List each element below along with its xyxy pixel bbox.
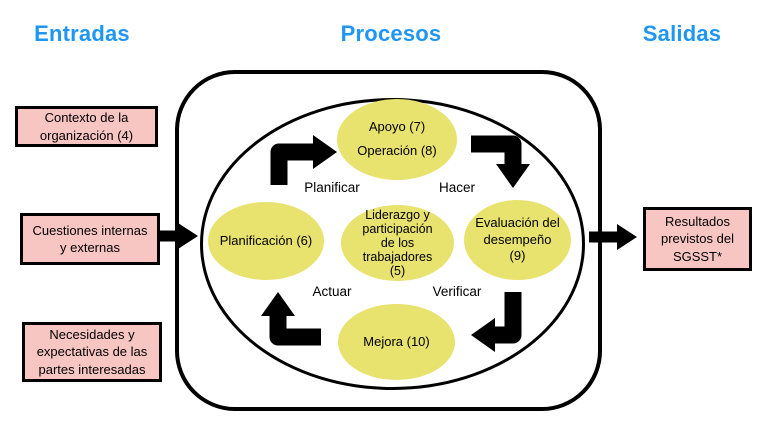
input-box-line: y externas xyxy=(60,240,120,255)
output-box-resultados: Resultados previstos del SGSST* xyxy=(643,207,752,271)
ellipse-liderazgo: Liderazgo y participación de los trabaja… xyxy=(341,205,454,281)
ellipse-liderazgo-line: participación xyxy=(362,222,433,236)
output-box-line: Resultados xyxy=(664,214,731,230)
ellipse-evaluacion: Evaluación del desempeño (9) xyxy=(464,200,571,280)
header-salidas: Salidas xyxy=(642,21,722,46)
input-box-line: expectativas de las xyxy=(36,344,148,360)
label-verificar: Verificar xyxy=(432,284,482,299)
ellipse-apoyo-operacion: Apoyo (7) Operación (8) xyxy=(337,99,457,180)
input-box-necesidades: Necesidades y expectativas de las partes… xyxy=(22,322,162,382)
input-box-line: Cuestiones internas xyxy=(32,222,148,238)
header-procesos: Procesos xyxy=(340,21,442,46)
ellipse-liderazgo-line: (5) xyxy=(389,264,406,278)
input-box-line: organización (4) xyxy=(39,127,134,143)
ellipse-liderazgo-line: Liderazgo y xyxy=(365,208,430,222)
ellipse-liderazgo-line: trabajadores xyxy=(362,250,433,264)
input-box-contexto: Contexto de la organización (4) xyxy=(15,106,158,147)
ellipse-evaluacion-line: (9) xyxy=(509,248,526,264)
ellipse-mejora-label: Mejora (10) xyxy=(363,333,430,349)
ellipse-planificacion: Planificación (6) xyxy=(208,202,324,280)
input-box-line: Necesidades y xyxy=(49,327,135,343)
ellipse-mejora: Mejora (10) xyxy=(338,304,455,380)
input-box-cuestiones: Cuestiones internas y externas xyxy=(20,213,160,265)
ellipse-evaluacion-line: Evaluación del xyxy=(475,214,560,230)
ellipse-apoyo-line: Apoyo (7) xyxy=(368,119,426,135)
label-actuar: Actuar xyxy=(312,284,352,299)
output-box-line: previstos del xyxy=(661,231,734,247)
ellipse-planificacion-label: Planificación (6) xyxy=(219,232,313,248)
input-box-line: Contexto de la xyxy=(44,110,129,126)
input-box-line: partes interesadas xyxy=(38,361,146,377)
label-planificar: Planificar xyxy=(304,180,360,195)
ellipse-liderazgo-line: de los xyxy=(380,236,415,250)
label-hacer: Hacer xyxy=(438,180,475,195)
ellipse-evaluacion-line: desempeño xyxy=(483,231,552,247)
ellipse-operacion-line: Operación (8) xyxy=(357,143,437,158)
header-entradas: Entradas xyxy=(34,21,130,46)
output-box-line: SGSST* xyxy=(672,248,723,264)
